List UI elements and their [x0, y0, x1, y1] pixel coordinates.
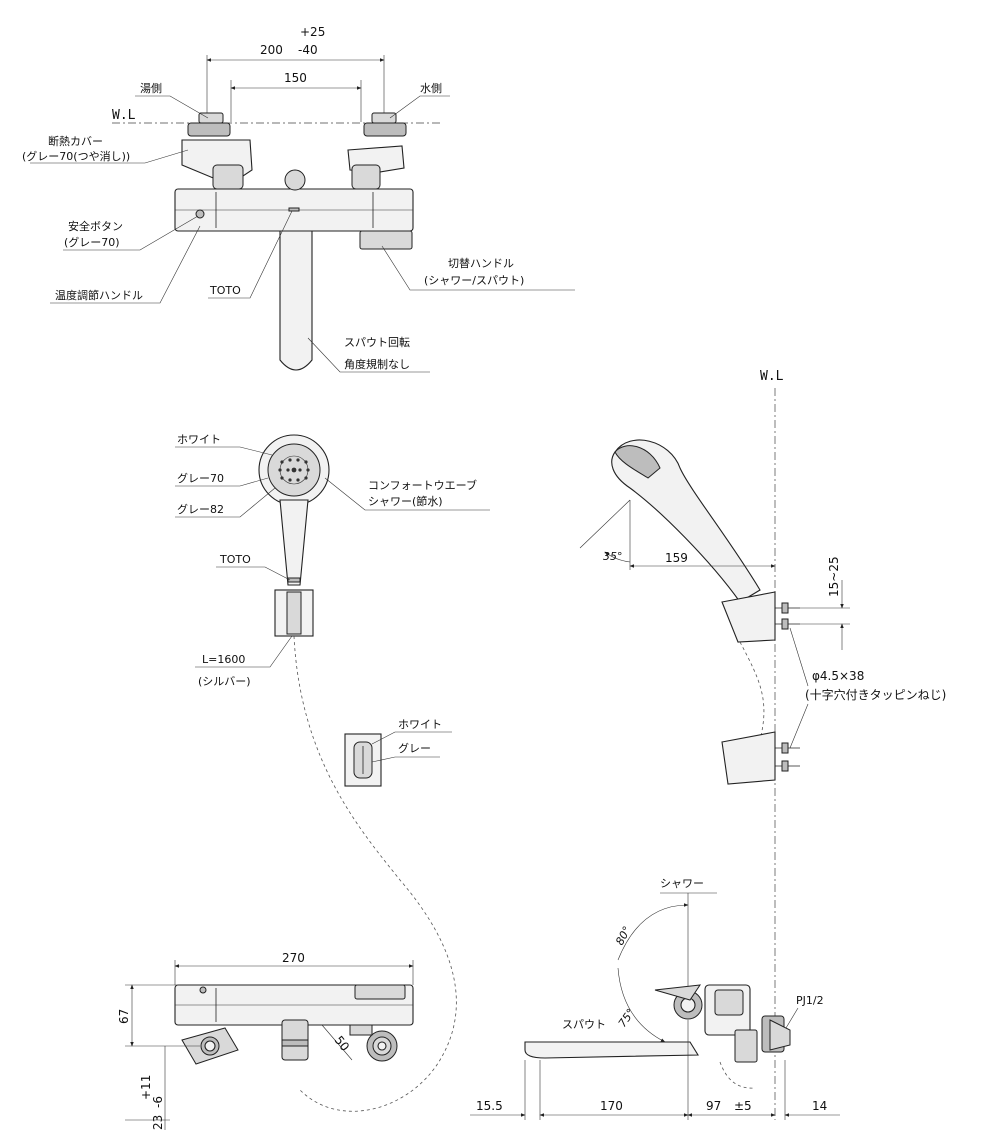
dim-14: 14	[812, 1099, 827, 1113]
angle-75: 75°	[616, 1006, 638, 1029]
dim-23: 23	[151, 1115, 165, 1130]
head-grey82-label: グレー82	[177, 502, 224, 516]
head-white-label: ホワイト	[177, 433, 221, 446]
cold-side-label: 水側	[420, 82, 442, 95]
top-view: +25 200 -40 150 W.L 湯側	[22, 25, 575, 373]
dim-minus6: -6	[151, 1096, 165, 1108]
spout-label: スパウト	[562, 1018, 606, 1031]
shower-head-view: ホワイト グレー70 グレー82 コンフォートウエーブ シャワー(節水) TOT…	[175, 433, 490, 1112]
toto-label-top: TOTO	[209, 284, 241, 297]
dim-50: 50	[332, 1033, 352, 1054]
bracket-grey-label: グレー	[398, 741, 431, 755]
spout-rotation-label: スパウト回転	[344, 336, 410, 349]
toto-label-head: TOTO	[219, 553, 251, 566]
bracket-white-label: ホワイト	[398, 718, 442, 731]
dim-tolerance-minus: -40	[298, 43, 318, 57]
screw-desc-label: (十字穴付きタッピンねじ)	[805, 687, 946, 702]
insulation-cover-label: 断熱カバー	[48, 134, 103, 148]
dim-plus11: +11	[139, 1075, 153, 1100]
hot-side-label: 湯側	[140, 82, 162, 95]
dim-15-5: 15.5	[476, 1099, 503, 1113]
pj-label: PJ1/2	[796, 994, 824, 1007]
dim-67: 67	[117, 1009, 131, 1024]
dim-tolerance-plus: +25	[300, 25, 325, 39]
wl-label-top: W.L	[112, 108, 136, 123]
head-grey70-label: グレー70	[177, 471, 224, 485]
switch-handle-label: 切替ハンドル	[448, 256, 514, 270]
dim-170: 170	[600, 1099, 623, 1113]
insulation-cover-color: (グレー70(つや消し))	[22, 149, 130, 163]
hose-color-label: (シルバー)	[198, 675, 251, 688]
switch-handle-sub: (シャワー/スパウト)	[424, 274, 524, 287]
shower-label: シャワー	[660, 877, 704, 890]
dim-spacing: 150	[284, 71, 307, 85]
dim-159: 159	[665, 551, 688, 565]
angle-35: 35°	[603, 550, 623, 563]
screw-size-label: φ4.5×38	[812, 669, 864, 683]
dim-15-25: 15~25	[827, 556, 841, 597]
dim-97: 97	[706, 1099, 721, 1113]
side-view: W.L 35° 159 15~25 φ4.5×38 (十字穴付きタッピンねじ)	[579, 369, 946, 1120]
spout-rotation-sub: 角度規制なし	[344, 357, 410, 371]
hose-length-label: L=1600	[202, 653, 245, 666]
safety-button-label: 安全ボタン	[68, 219, 123, 233]
dim-270: 270	[282, 951, 305, 965]
wl-label-side: W.L	[760, 369, 784, 384]
comfort-wave-sub: シャワー(節水)	[368, 494, 443, 508]
bottom-side-view: シャワー 80° 75° スパウト PJ1/2 15.5 170	[470, 877, 840, 1120]
dim-pm5: ±5	[734, 1099, 752, 1113]
small-bracket-view: ホワイト グレー	[344, 718, 452, 787]
bottom-front-view: 270 50 67 +11 23 -6	[117, 951, 414, 1130]
safety-button-color: (グレー70)	[64, 235, 120, 249]
angle-80: 80°	[613, 924, 634, 947]
temp-handle-label: 温度調節ハンドル	[55, 288, 143, 302]
comfort-wave-label: コンフォートウエーブ	[368, 478, 477, 492]
dim-width: 200	[260, 43, 283, 57]
